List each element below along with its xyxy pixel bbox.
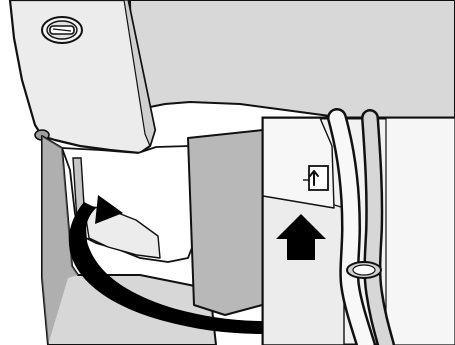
detail-inset (263, 118, 455, 345)
inset-upper-shelf (263, 118, 334, 208)
center-support (188, 130, 266, 315)
inset-right-wall (386, 118, 455, 345)
knob-icon (42, 17, 82, 43)
